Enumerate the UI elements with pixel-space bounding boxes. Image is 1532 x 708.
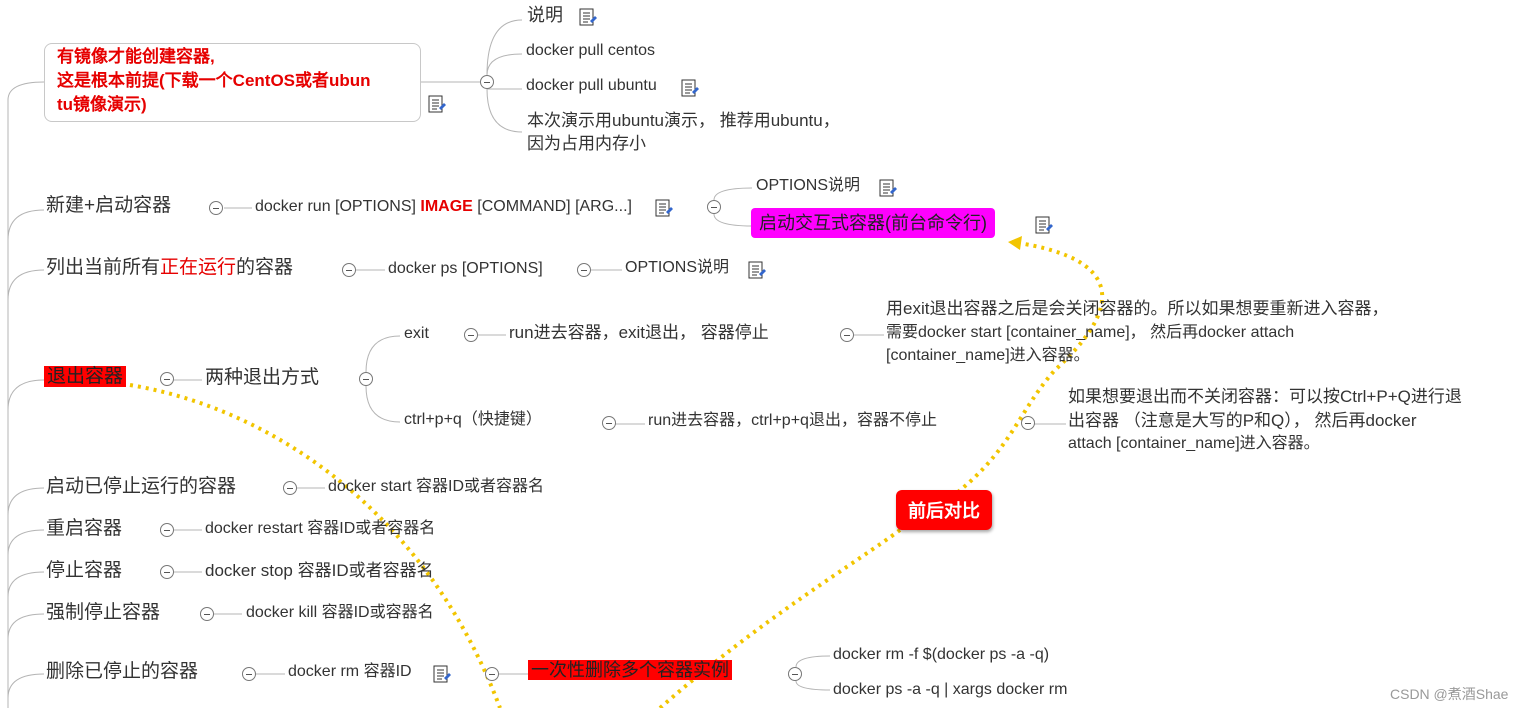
collapse-icon[interactable] <box>788 667 802 681</box>
exit-topic[interactable]: 退出容器 <box>44 366 127 387</box>
collapse-icon[interactable] <box>160 565 174 579</box>
stop-command[interactable]: docker stop 容器ID或者容器名 <box>205 561 434 580</box>
watermark: CSDN @煮酒Shae <box>1390 686 1509 702</box>
ps-topic-running: 正在运行 <box>160 257 237 278</box>
exit-way-2[interactable]: ctrl+p+q（快捷键） <box>404 411 542 428</box>
kill-topic[interactable]: 强制停止容器 <box>46 602 161 623</box>
note-icon[interactable] <box>1034 215 1054 235</box>
pull-centos-node[interactable]: docker pull centos <box>526 42 655 59</box>
collapse-icon[interactable] <box>485 667 499 681</box>
pull-ubuntu-node[interactable]: docker pull ubuntu <box>526 77 657 94</box>
run-command-prefix: docker run [OPTIONS] <box>255 198 421 215</box>
ps-topic[interactable]: 列出当前所有正在运行的容器 <box>46 258 293 277</box>
run-topic[interactable]: 新建+启动容器 <box>46 195 172 216</box>
note-icon[interactable] <box>878 178 898 198</box>
restart-topic[interactable]: 重启容器 <box>46 518 123 539</box>
note-icon[interactable] <box>432 664 452 684</box>
rm-command[interactable]: docker rm 容器ID <box>288 663 412 680</box>
start-command[interactable]: docker start 容器ID或者容器名 <box>328 478 545 495</box>
comparison-curve <box>129 240 1105 708</box>
ps-topic-suffix: 的容器 <box>236 257 294 278</box>
collapse-icon[interactable] <box>209 201 223 215</box>
start-topic[interactable]: 启动已停止运行的容器 <box>46 476 237 497</box>
collapse-icon[interactable] <box>602 416 616 430</box>
exit-way-1-note-3: [container_name]进入容器。 <box>886 347 1090 364</box>
restart-command[interactable]: docker restart 容器ID或者容器名 <box>205 520 436 537</box>
root-line-3: tu镜像演示) <box>57 95 147 114</box>
compare-badge[interactable]: 前后对比 <box>896 490 992 530</box>
note-icon[interactable] <box>680 78 700 98</box>
collapse-icon[interactable] <box>342 263 356 277</box>
bulk-remove-command-1[interactable]: docker rm -f $(docker ps -a -q) <box>833 646 1050 663</box>
ps-topic-prefix: 列出当前所有 <box>46 257 161 278</box>
rm-topic[interactable]: 删除已停止的容器 <box>46 661 199 682</box>
collapse-icon[interactable] <box>359 372 373 386</box>
exit-way-2-desc[interactable]: run进去容器，ctrl+p+q退出，容器不停止 <box>648 412 937 429</box>
collapse-icon[interactable] <box>160 523 174 537</box>
collapse-icon[interactable] <box>480 75 494 89</box>
bulk-remove-command-2[interactable]: docker ps -a -q | xargs docker rm <box>833 681 1068 698</box>
exit-way-1-note-2: 需要docker start [container_name]， 然后再dock… <box>886 324 1295 341</box>
collapse-icon[interactable] <box>283 481 297 495</box>
stop-topic[interactable]: 停止容器 <box>46 560 123 581</box>
collapse-icon[interactable] <box>160 372 174 386</box>
note-icon[interactable] <box>654 198 674 218</box>
collapse-icon[interactable] <box>200 607 214 621</box>
note-icon[interactable] <box>578 7 598 27</box>
run-command-image: IMAGE <box>420 198 473 215</box>
interactive-container-node[interactable]: 启动交互式容器(前台命令行) <box>751 208 995 238</box>
run-options-node[interactable]: OPTIONS说明 <box>756 177 861 194</box>
run-command-suffix: [COMMAND] [ARG...] <box>472 198 632 215</box>
root-topic[interactable] <box>44 43 421 122</box>
collapse-icon[interactable] <box>242 667 256 681</box>
exit-way-1-note-1: 用exit退出容器之后是会关闭容器的。所以如果想要重新进入容器， <box>886 299 1389 318</box>
explanation-node[interactable]: 说明 <box>527 5 563 25</box>
exit-way-1-desc[interactable]: run进去容器，exit退出， 容器停止 <box>509 323 769 342</box>
arrow-head-icon <box>1008 236 1022 250</box>
note-icon[interactable] <box>747 260 767 280</box>
collapse-icon[interactable] <box>577 263 591 277</box>
ps-command[interactable]: docker ps [OPTIONS] <box>388 260 543 277</box>
ubuntu-note-line-2: 因为占用内存小 <box>527 134 646 153</box>
exit-way-1[interactable]: exit <box>404 325 429 342</box>
run-command[interactable]: docker run [OPTIONS] IMAGE [COMMAND] [AR… <box>255 199 632 215</box>
exit-way-2-note-1: 如果想要退出而不关闭容器：可以按Ctrl+P+Q进行退 <box>1068 387 1462 406</box>
ps-options-node[interactable]: OPTIONS说明 <box>625 259 730 276</box>
exit-two-ways[interactable]: 两种退出方式 <box>205 367 320 388</box>
kill-command[interactable]: docker kill 容器ID或容器名 <box>246 604 434 621</box>
note-icon[interactable] <box>427 94 447 114</box>
root-line-2: 这是根本前提(下载一个CentOS或者ubun <box>57 71 371 90</box>
collapse-icon[interactable] <box>464 328 478 342</box>
exit-way-2-note-3: attach [container_name]进入容器。 <box>1068 435 1320 452</box>
ubuntu-note-line-1: 本次演示用ubuntu演示， 推荐用ubuntu， <box>527 111 840 130</box>
collapse-icon[interactable] <box>707 200 721 214</box>
bulk-remove-node[interactable]: 一次性删除多个容器实例 <box>528 660 732 680</box>
collapse-icon[interactable] <box>840 328 854 342</box>
collapse-icon[interactable] <box>1021 416 1035 430</box>
exit-way-2-note-2: 出容器 （注意是大写的P和Q）， 然后再docker <box>1068 411 1417 430</box>
root-line-1: 有镜像才能创建容器, <box>57 47 215 66</box>
